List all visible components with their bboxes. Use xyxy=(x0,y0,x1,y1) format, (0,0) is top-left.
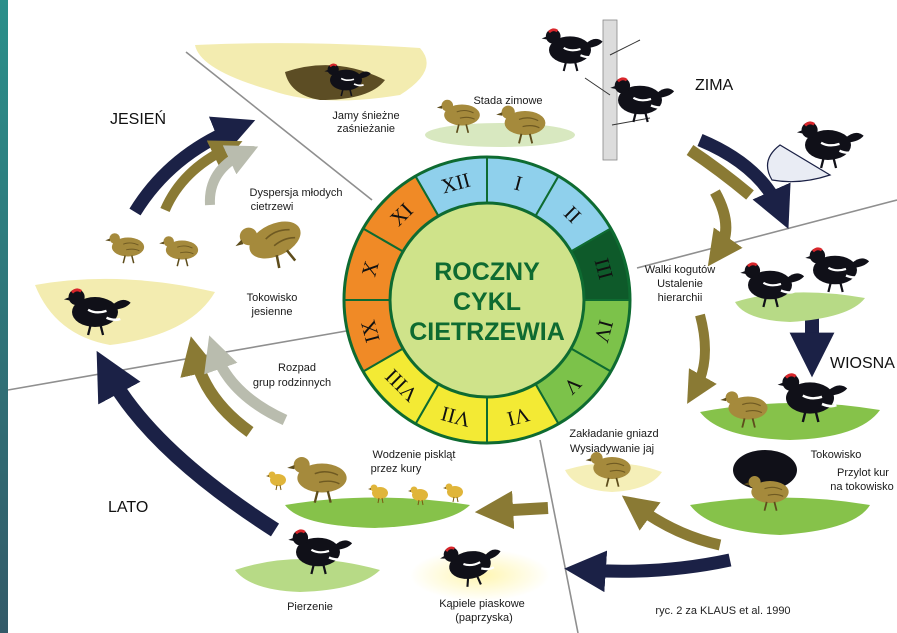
scene-cock-fights xyxy=(735,248,869,322)
caption-tokowisko-jesienne-line-2: jesienne xyxy=(251,306,293,318)
scene-dispersal-hen xyxy=(230,207,311,280)
scene-hen-with-chicks xyxy=(266,457,470,528)
season-spring: WIOSNA xyxy=(830,355,895,372)
caption-przylot-line-2: na tokowisko xyxy=(830,481,894,493)
figure-credit: ryc. 2 za KLAUS et al. 1990 xyxy=(655,605,790,617)
caption-rozpad-line-1: Rozpad xyxy=(278,362,316,374)
caption-przylot-line-1: Przylot kur xyxy=(837,467,889,479)
arrow-to-chicks xyxy=(494,508,548,511)
arrow-to-sandbath xyxy=(585,560,730,571)
arrow-spring-olive xyxy=(695,315,705,390)
scene-nest xyxy=(565,452,662,492)
title-line-3: CIETRZEWIA xyxy=(409,318,565,346)
left-edge-strip xyxy=(0,0,8,633)
season-winter: ZIMA xyxy=(695,77,734,94)
caption-gniazda-line-2: Wysiadywanie jaj xyxy=(570,443,654,455)
title-line-2: CYKL xyxy=(453,288,521,316)
divider-winter-spring xyxy=(637,200,897,268)
arrow-winter-dark xyxy=(700,140,780,210)
caption-kapiele-line-1: Kąpiele piaskowe xyxy=(439,598,525,610)
title-line-1: ROCZNY xyxy=(434,258,540,286)
caption-pierzenie: Pierzenie xyxy=(287,601,333,613)
caption-rozpad-line-2: grup rodzinnych xyxy=(253,377,331,389)
caption-dyspersja-line-1: Dyspersja młodych xyxy=(250,187,343,199)
season-autumn: JESIEŃ xyxy=(110,109,166,128)
scene-sand-bath xyxy=(410,539,550,601)
caption-walki-line-2: Ustalenie xyxy=(657,278,703,290)
caption-walki-line-1: Walki kogutów xyxy=(645,264,716,276)
scene-autumn-lek xyxy=(35,233,215,345)
caption-dyspersja-line-2: cietrzewi xyxy=(251,201,294,213)
scene-displaying-cock-winter xyxy=(768,122,864,182)
caption-jamy-line-2: zaśnieżanie xyxy=(337,123,395,135)
caption-gniazda-line-1: Zakładanie gniazd xyxy=(569,428,658,440)
arrow-winter-to-spring-olive xyxy=(715,192,726,252)
caption-tokowisko-jesienne-line-1: Tokowisko xyxy=(247,292,298,304)
caption-kapiele-line-2: (paprzyska) xyxy=(455,612,512,624)
arrow-autumn-gray xyxy=(210,153,244,205)
caption-tokowisko: Tokowisko xyxy=(811,449,862,461)
caption-walki-line-3: hierarchii xyxy=(658,292,703,304)
scene-snow-burrow xyxy=(195,43,427,100)
scene-moulting xyxy=(235,530,380,592)
birch-trunk xyxy=(603,20,617,160)
caption-stada-zimowe: Stada zimowe xyxy=(473,95,542,107)
caption-wodzenie-line-2: przez kury xyxy=(371,463,422,475)
scene-lek xyxy=(700,374,880,440)
season-summer: LATO xyxy=(108,499,148,516)
scene-winter-flock xyxy=(425,20,674,160)
caption-wodzenie-line-1: Wodzenie piskląt xyxy=(373,449,456,461)
caption-jamy-line-1: Jamy śnieżne xyxy=(332,110,399,122)
